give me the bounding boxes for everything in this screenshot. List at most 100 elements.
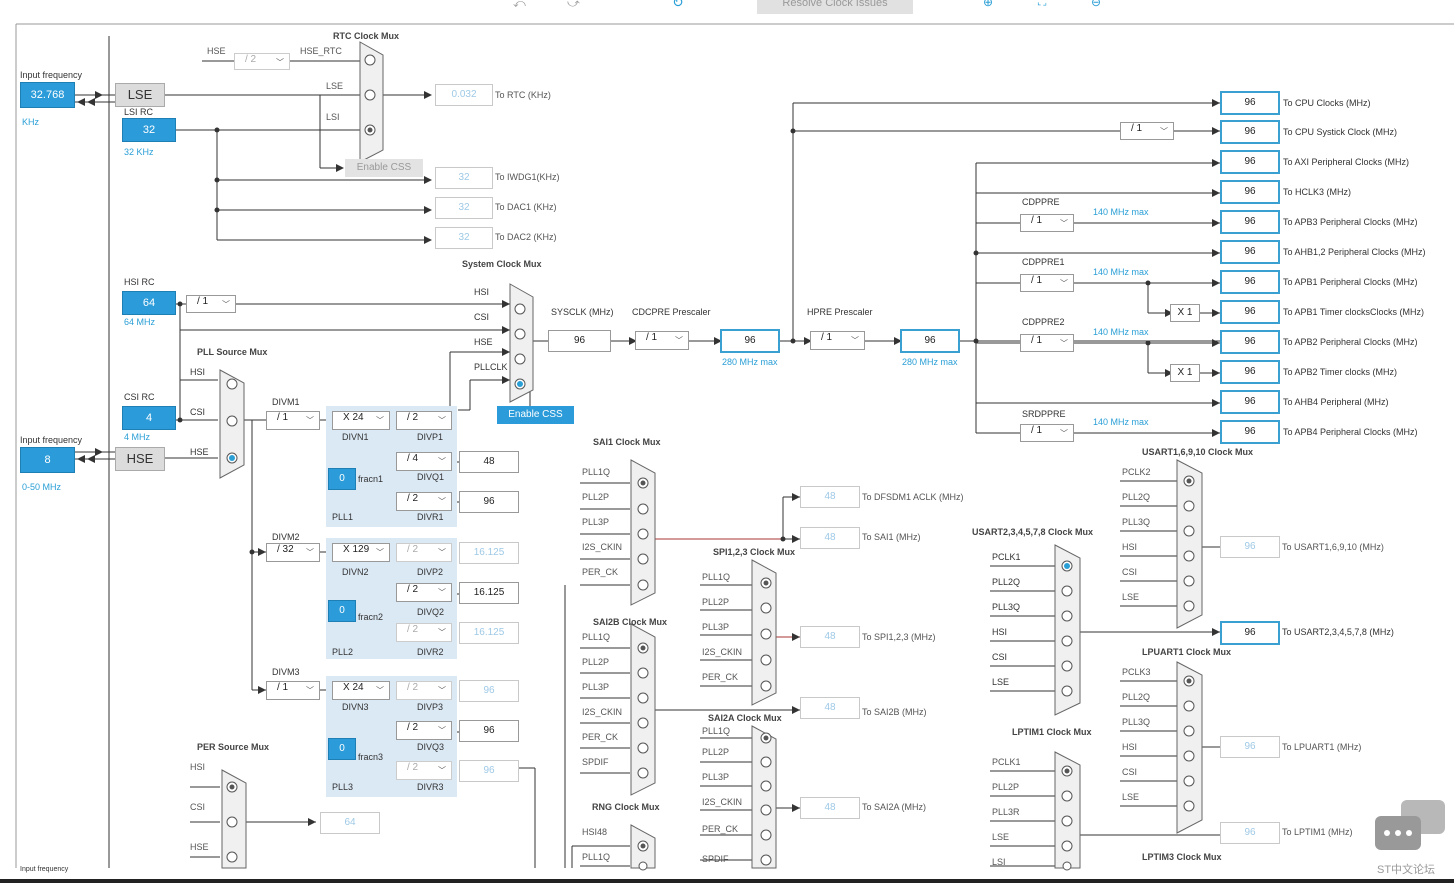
srdppre-select[interactable]: / 1﹀ — [1020, 424, 1074, 442]
sai2a-in-4: PER_CK — [702, 824, 739, 834]
output-label-11: To APB4 Peripheral Clocks (MHz) — [1283, 427, 1418, 437]
chevron-down-icon: ﹀ — [222, 300, 230, 309]
cdppre-label: CDPPRE — [1022, 197, 1060, 207]
zoom-in-icon[interactable]: ⊕ — [983, 0, 994, 9]
divp2-value: / 2 — [407, 544, 419, 555]
output-value-7[interactable]: 96 — [1220, 300, 1280, 324]
hsi-divider-select[interactable]: / 1﹀ — [186, 295, 236, 313]
output-value-2[interactable]: 96 — [1220, 150, 1280, 174]
cdcpre-value: / 1 — [646, 332, 658, 343]
per-hse-label: HSE — [190, 842, 209, 852]
divm2-select[interactable]: / 32﹀ — [266, 543, 320, 562]
systick-divider-select[interactable]: / 1﹀ — [1120, 122, 1174, 140]
sys-enable-css-button[interactable]: Enable CSS — [497, 406, 574, 424]
divp1-select[interactable]: / 2﹀ — [396, 411, 452, 430]
output-label-7: To APB1 Timer clocksClocks (MHz) — [1283, 307, 1425, 317]
fit-icon[interactable]: ⛶ — [1038, 0, 1047, 8]
output-value-3[interactable]: 96 — [1220, 180, 1280, 204]
output-value-6[interactable]: 96 — [1220, 270, 1280, 294]
cdppre2-label: CDPPRE2 — [1022, 317, 1065, 327]
undo-icon[interactable]: ⤺ — [513, 0, 526, 10]
divq3-output: 96 — [459, 720, 519, 742]
cdppre2-select[interactable]: / 1﹀ — [1020, 334, 1074, 352]
fracn2-label: fracn2 — [358, 612, 384, 622]
rtc-hse-divider-select[interactable]: / 2﹀ — [234, 53, 290, 70]
divp3-select[interactable]: / 2﹀ — [396, 681, 452, 700]
chevron-down-icon: ﹀ — [306, 548, 314, 557]
cdcpre-output-value[interactable]: 96 — [720, 329, 780, 353]
divr2-select[interactable]: / 2﹀ — [396, 623, 452, 642]
hpre-select[interactable]: / 1﹀ — [810, 331, 865, 350]
cdppre-value: / 1 — [1031, 215, 1043, 226]
refresh-icon[interactable]: ↻ — [672, 0, 684, 10]
cdppre-select[interactable]: / 1﹀ — [1020, 214, 1074, 232]
output-value-10[interactable]: 96 — [1220, 390, 1280, 414]
sysclk-label: SYSCLK (MHz) — [551, 307, 614, 317]
rtc-output-label: To RTC (KHz) — [495, 90, 551, 100]
fracn2-input[interactable]: 0 — [328, 600, 356, 622]
zoom-out-icon[interactable]: ⊖ — [1091, 0, 1102, 9]
output-value-1[interactable]: 96 — [1220, 120, 1280, 144]
chat-icon[interactable] — [1375, 800, 1447, 858]
divn2-select[interactable]: X 129﹀ — [332, 543, 390, 562]
divp2-select[interactable]: / 2﹀ — [396, 543, 452, 562]
lse-block[interactable]: LSE — [115, 83, 165, 107]
output-value-11[interactable]: 96 — [1220, 420, 1280, 444]
cdppre1-select[interactable]: / 1﹀ — [1020, 274, 1074, 292]
rtc-enable-css-button[interactable]: Enable CSS — [345, 159, 423, 177]
divr2-label: DIVR2 — [417, 647, 444, 657]
sai2b-in-0: PLL1Q — [582, 632, 611, 642]
output-value-9[interactable]: 96 — [1220, 360, 1280, 384]
hsi-unit: 64 MHz — [124, 317, 156, 327]
watermark-text: ST中文论坛 — [1377, 864, 1436, 876]
usart2-in-3: HSI — [992, 627, 1008, 637]
divn1-select[interactable]: X 24﹀ — [332, 411, 390, 430]
lsi-rc-label: LSI RC — [124, 107, 154, 117]
divm3-value: / 1 — [277, 682, 289, 693]
input-frequency-label-3: Input frequency — [20, 866, 69, 873]
resolve-clock-issues-button[interactable]: Resolve Clock Issues — [757, 0, 913, 14]
divq1-value: / 4 — [407, 453, 419, 464]
hpre-max-label: 280 MHz max — [902, 357, 958, 367]
hse-block[interactable]: HSE — [115, 447, 165, 471]
divn3-select[interactable]: X 24﹀ — [332, 681, 390, 700]
divm3-select[interactable]: / 1﹀ — [266, 681, 320, 700]
hse-frequency-input[interactable]: 8 — [20, 447, 75, 473]
redo-icon[interactable]: ⤻ — [567, 0, 580, 10]
divn2-label: DIVN2 — [342, 567, 369, 577]
output-label-8: To APB2 Peripheral Clocks (MHz) — [1283, 337, 1418, 347]
output-label-3: To HCLK3 (MHz) — [1283, 187, 1352, 197]
usart16-label: To USART1,6,9,10 (MHz) — [1282, 542, 1384, 552]
output-value-5[interactable]: 96 — [1220, 240, 1280, 264]
usart16-in-1: PLL2Q — [1122, 492, 1151, 502]
fracn3-input[interactable]: 0 — [328, 738, 356, 760]
cdcpre-max-label: 280 MHz max — [722, 357, 778, 367]
divr3-select[interactable]: / 2﹀ — [396, 761, 452, 780]
srdppre-value: / 1 — [1031, 425, 1043, 436]
hpre-output-value[interactable]: 96 — [900, 329, 960, 353]
divr1-select[interactable]: / 2﹀ — [396, 492, 452, 511]
cdcpre-select[interactable]: / 1 ﹀ — [635, 331, 689, 350]
output-value-4[interactable]: 96 — [1220, 210, 1280, 234]
sysclk-value[interactable]: 96 — [548, 330, 611, 352]
divp3-output: 96 — [459, 680, 519, 702]
fracn1-input[interactable]: 0 — [328, 468, 356, 490]
cdppre1-max: 140 MHz max — [1093, 267, 1149, 277]
chevron-down-icon: ﹀ — [675, 336, 683, 345]
output-label-9: To APB2 Timer clocks (MHz) — [1283, 367, 1398, 377]
usart2-output[interactable]: 96 — [1220, 621, 1280, 645]
divq2-select[interactable]: / 2﹀ — [396, 583, 452, 602]
output-value-0[interactable]: 96 — [1220, 91, 1280, 115]
csi-value: 4 — [122, 406, 176, 430]
rtc-lse-label: LSE — [326, 81, 344, 91]
divm1-select[interactable]: / 1﹀ — [266, 411, 320, 430]
divq1-select[interactable]: / 4﹀ — [396, 452, 452, 471]
spi-clock-mux-title: SPI1,2,3 Clock Mux — [713, 547, 796, 557]
divp1-label: DIVP1 — [417, 432, 444, 442]
output-value-8[interactable]: 96 — [1220, 330, 1280, 354]
divq3-select[interactable]: / 2﹀ — [396, 721, 452, 740]
divq3-label: DIVQ3 — [417, 742, 445, 752]
sai1-in-1: PLL2P — [582, 492, 610, 502]
lse-frequency-input[interactable]: 32.768 — [20, 82, 75, 108]
